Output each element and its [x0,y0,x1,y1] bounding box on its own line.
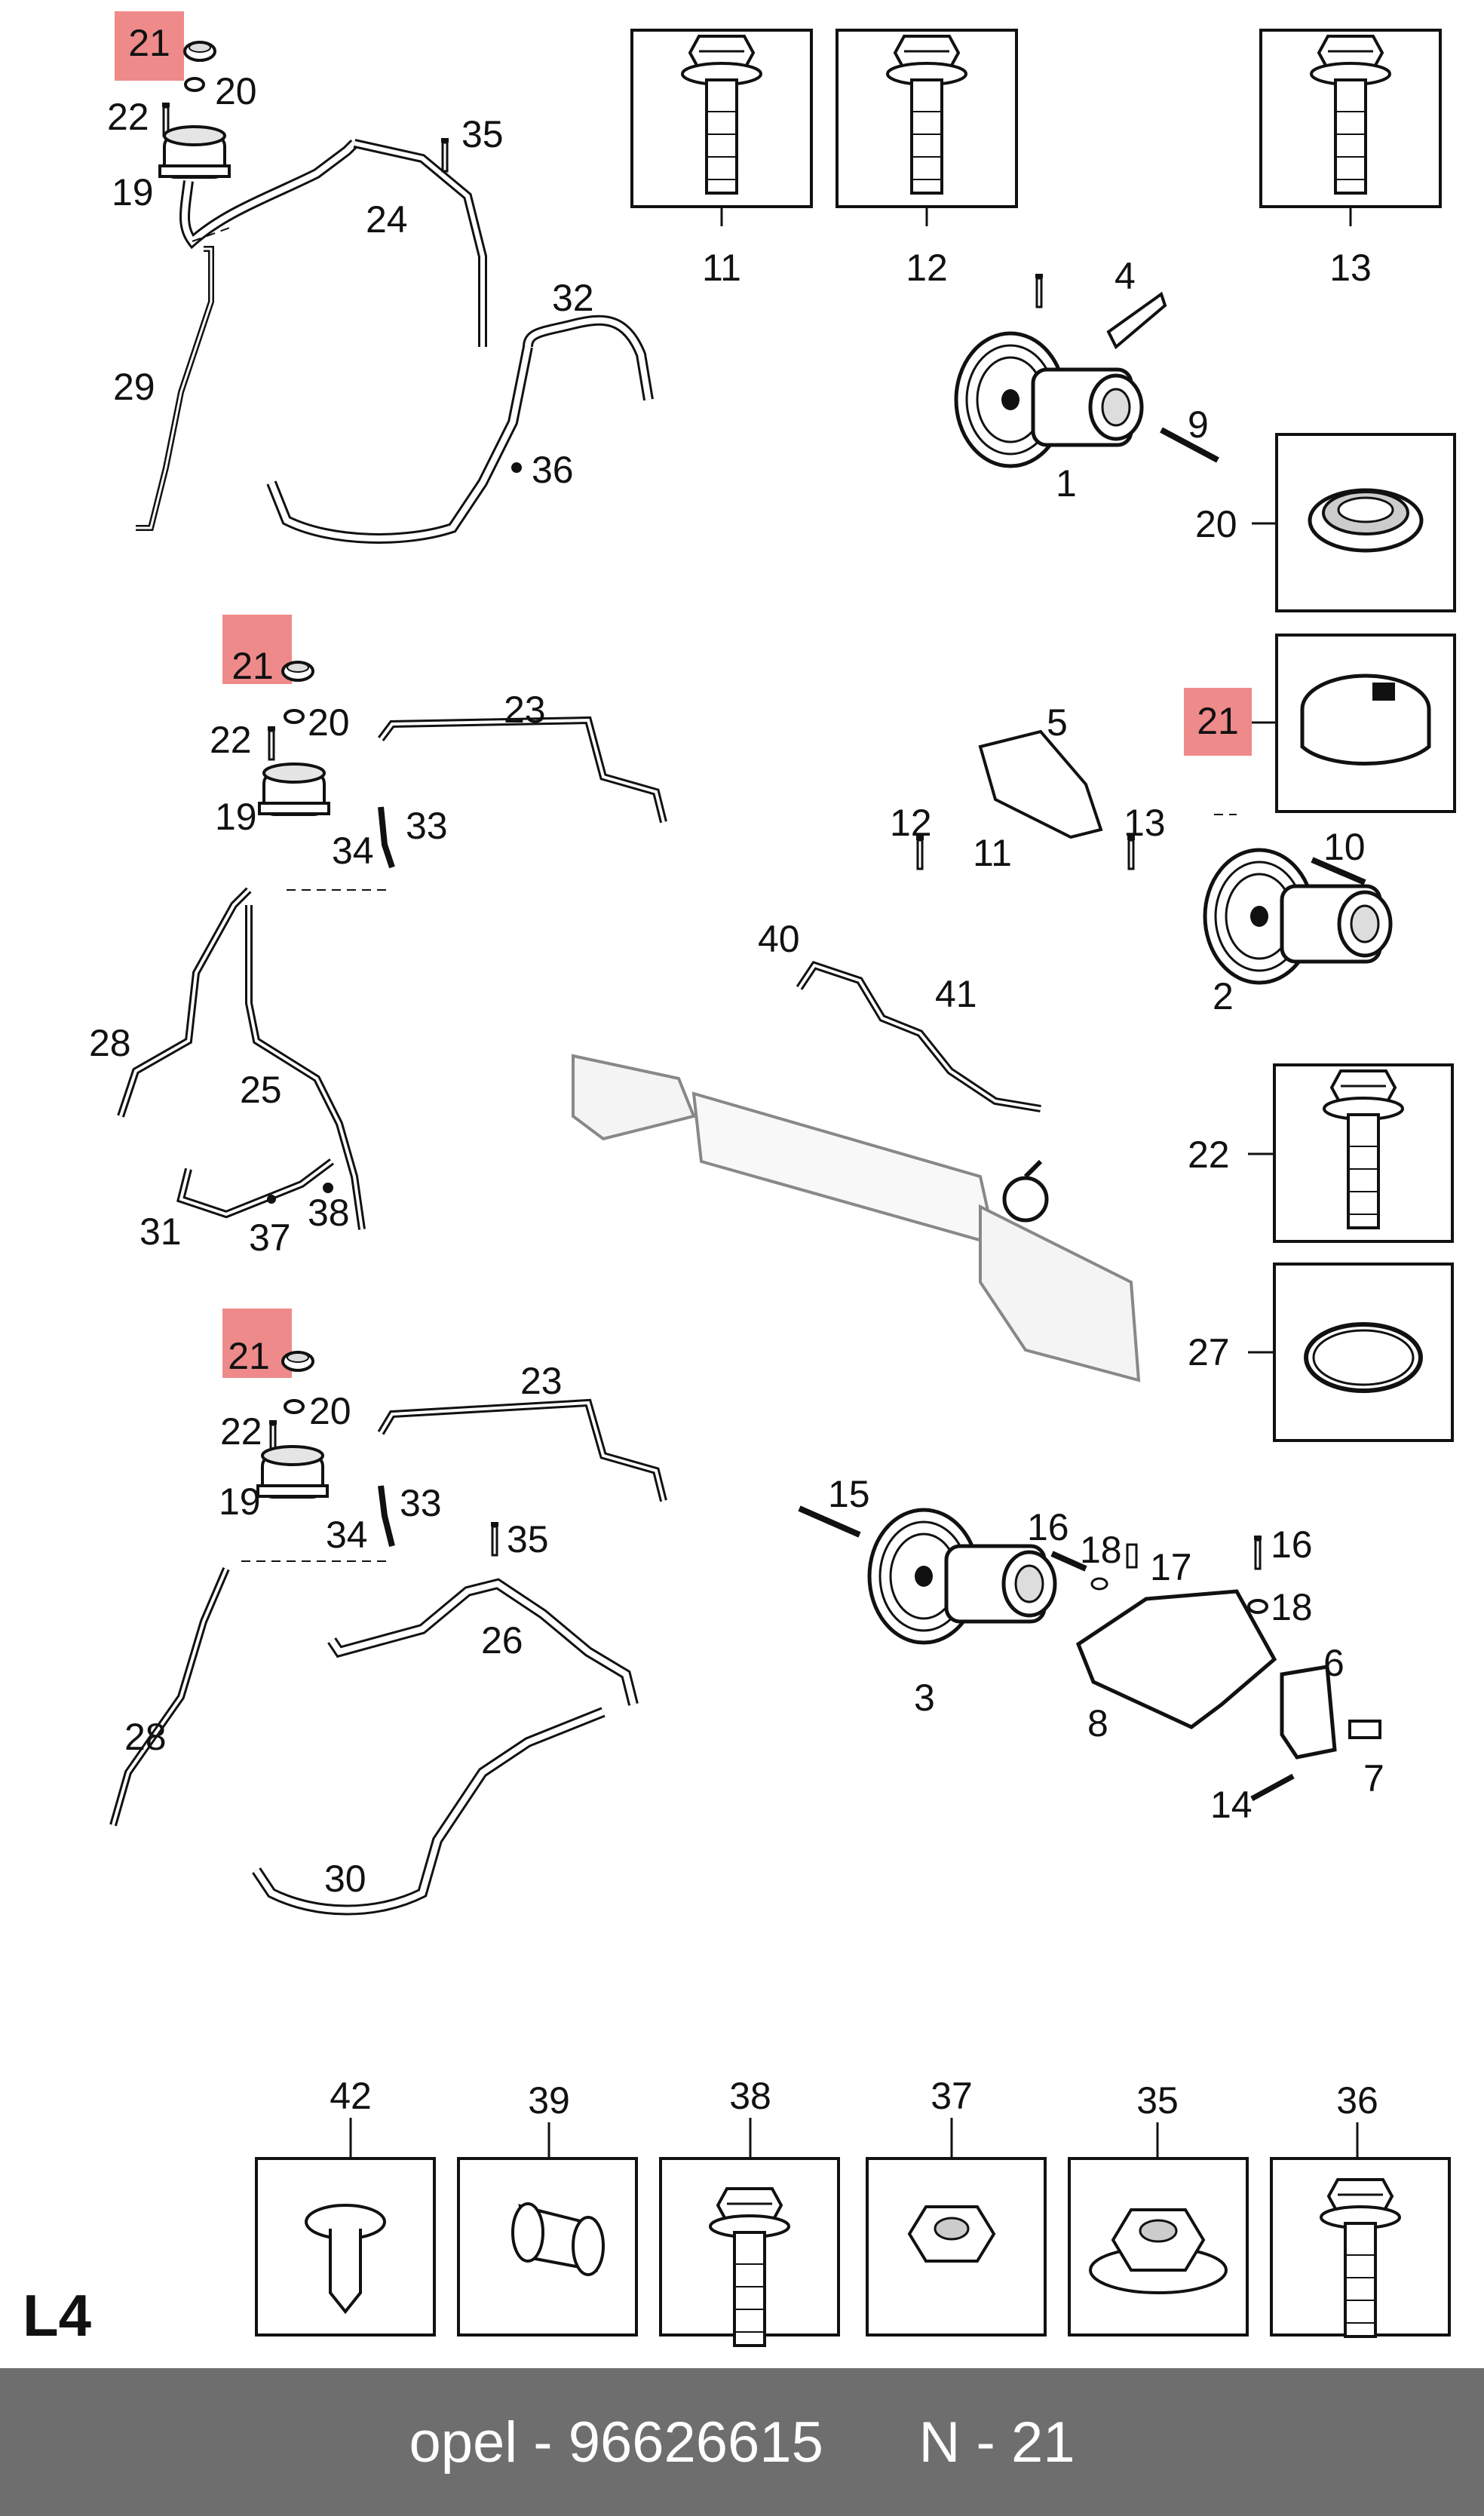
callout-38b: 38 [729,2075,771,2117]
bolt-box-22: 22 [1188,1063,1454,1243]
callout-22c: 22 [210,719,252,761]
callout-21d: 21 [228,1335,270,1377]
box-36: 36 [1270,2079,1451,2338]
callout-20d: 20 [309,1390,351,1432]
callout-19d: 19 [219,1480,261,1523]
callout-37b: 37 [931,2075,973,2117]
callout-20: 20 [215,70,257,112]
bolt-box-11: 11 [630,29,813,289]
seal-box-20: 20 [1195,433,1456,612]
pipes-40-41: 40 41 [758,918,1041,1112]
highlight-21-d [222,1309,292,1378]
footer-brand: opel [409,2410,518,2475]
footer-part-number: 96626615 [568,2410,823,2475]
callout-14: 14 [1210,1784,1253,1826]
callout-21c: 21 [231,645,274,687]
callout-12b: 12 [890,802,932,844]
callout-25: 25 [240,1069,282,1111]
callout-26: 26 [481,1619,523,1661]
callout-4: 4 [1115,255,1136,297]
callout-20c: 20 [308,701,350,744]
callout-42: 42 [330,2075,372,2117]
callout-37: 37 [249,1217,291,1259]
footer-separator: - [517,2410,569,2475]
callout-29: 29 [113,366,155,408]
callout-10: 10 [1323,826,1366,868]
callout-36: 36 [532,449,574,491]
callout-17: 17 [1150,1546,1192,1588]
callout-41: 41 [935,973,977,1015]
callout-16b: 16 [1271,1523,1313,1566]
callout-23: 23 [504,689,546,731]
callout-30: 30 [324,1858,366,1900]
callout-6: 6 [1323,1642,1344,1684]
callout-21b: 21 [1197,700,1239,742]
cap-box-21: 21 [1184,634,1456,813]
callout-21: 21 [128,22,170,64]
callout-16: 16 [1027,1506,1069,1548]
highlight-21-b [1184,688,1252,756]
steering-rack [572,1054,1141,1382]
callout-36b: 36 [1336,2079,1378,2122]
callout-22b: 22 [1188,1134,1230,1176]
callout-27: 27 [1188,1331,1230,1373]
callout-7: 7 [1363,1757,1384,1800]
callout-2: 2 [1213,975,1234,1017]
callout-24: 24 [366,198,408,241]
callout-34b: 34 [326,1514,368,1556]
callout-38: 38 [308,1192,350,1234]
bolt-box-12: 12 [836,29,1018,289]
box-42: 42 [255,2075,436,2337]
callout-5: 5 [1047,701,1068,744]
callout-28: 28 [89,1022,131,1064]
callout-12: 12 [906,247,948,289]
ring-box-27: 27 [1188,1263,1454,1442]
callout-34: 34 [332,830,374,872]
callout-20b: 20 [1195,503,1237,545]
callout-33b: 33 [400,1482,442,1524]
box-38: 38 [659,2075,840,2347]
callout-33: 33 [406,805,448,847]
callout-18b: 18 [1271,1586,1313,1628]
callout-18: 18 [1080,1529,1122,1571]
callout-3: 3 [914,1677,935,1719]
box-39: 39 [457,2079,638,2337]
callout-40: 40 [758,918,800,960]
callout-31: 31 [140,1210,182,1253]
callout-23b: 23 [520,1360,563,1402]
callout-11: 11 [702,247,741,289]
callout-15: 15 [828,1473,870,1515]
callout-19c: 19 [215,796,257,838]
callout-11b: 11 [973,832,1012,874]
hose-set-3: 21 20 22 19 23 33 34 35 26 28 30 [109,1309,667,1916]
pump-3: 15 3 16 18 17 16 18 8 6 7 14 [798,1473,1384,1826]
callout-22: 22 [107,96,149,138]
footer-position: N - 21 [918,2410,1075,2475]
highlight-21-c [222,615,292,684]
box-37: 37 [866,2075,1047,2337]
callout-28b: 28 [124,1716,167,1758]
callout-35: 35 [461,113,504,155]
callout-8: 8 [1087,1702,1108,1744]
callout-35b: 35 [507,1518,549,1560]
hose-set-1: 21 20 22 19 24 35 29 32 36 [107,11,654,544]
callout-9: 9 [1188,403,1209,446]
callout-39: 39 [528,2079,570,2122]
callout-35c: 35 [1136,2079,1179,2122]
callout-19: 19 [112,171,154,213]
pump-2: 5 12 11 13 10 2 [890,701,1390,1017]
callout-32: 32 [552,277,594,319]
footer-bar: opel - 96626615 N - 21 [0,2368,1484,2516]
callout-1: 1 [1056,462,1077,505]
hose-set-2: 21 20 22 19 23 33 34 28 25 31 37 38 [89,615,667,1259]
box-35: 35 [1068,2079,1249,2337]
highlight-21-a [115,11,184,81]
footer-gap [823,2410,919,2475]
bolt-box-13: 13 [1259,29,1442,289]
callout-13: 13 [1329,247,1372,289]
pump-1: 4 9 1 [956,255,1219,505]
page-code: L4 [23,2282,92,2349]
callout-22d: 22 [220,1410,262,1453]
